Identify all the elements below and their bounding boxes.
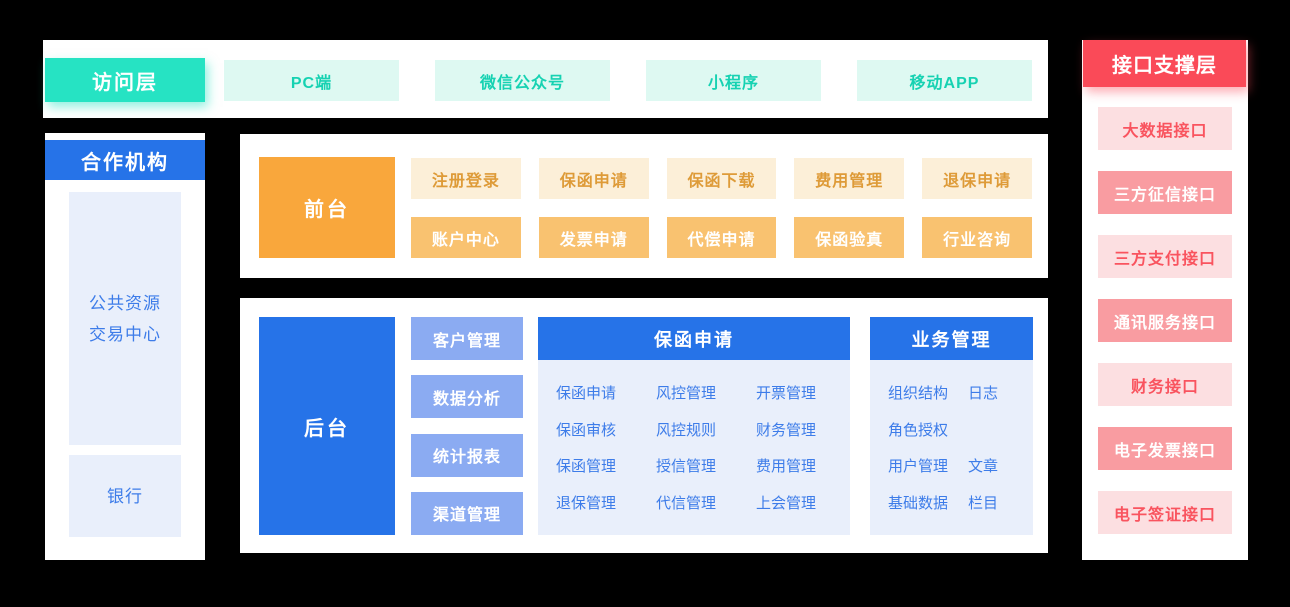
access-item-mobile-app: 移动APP: [857, 60, 1032, 101]
guarantee-item-risk-management: 风控管理: [656, 384, 717, 402]
guarantee-item-refund-management: 退保管理: [556, 495, 617, 513]
guarantee-item-invoicing-management: 开票管理: [756, 384, 817, 402]
front-desk-title: 前台: [259, 157, 395, 258]
front-item-register-login: 注册登录: [411, 158, 521, 199]
front-item-compensation-apply: 代偿申请: [666, 217, 777, 258]
partner-org-line2: 交易中心: [89, 324, 161, 344]
interface-item-e-invoice: 电子发票接口: [1098, 427, 1232, 470]
guarantee-apply-group: 保函申请 保函申请 风控管理 开票管理 保函审核 风控规则 财务管理 保函管理 …: [538, 317, 850, 535]
interface-layer-title: 接口支撑层: [1083, 40, 1246, 87]
partner-bank: 银行: [69, 455, 181, 537]
front-item-account-center: 账户中心: [411, 217, 521, 258]
partner-org-line1: 公共资源: [89, 293, 161, 313]
business-row: 用户管理 文章: [888, 455, 1033, 476]
front-item-guarantee-download: 保函下载: [666, 158, 777, 199]
business-row: 角色授权: [888, 419, 1033, 440]
guarantee-item-review: 保函审核: [556, 421, 617, 439]
access-layer-items: PC端 微信公众号 小程序 移动APP: [224, 60, 1032, 101]
access-layer-panel: 访问层 PC端 微信公众号 小程序 移动APP: [43, 40, 1048, 118]
business-item-org-structure: 组织结构: [888, 384, 949, 402]
back-desk-panel: 后台 客户管理 数据分析 统计报表 渠道管理 保函申请 保函申请 风控管理 开票…: [240, 298, 1048, 553]
partner-bank-label: 银行: [107, 486, 143, 506]
business-item-user-management: 用户管理: [888, 458, 949, 476]
interface-item-big-data: 大数据接口: [1098, 107, 1232, 150]
access-item-pc: PC端: [224, 60, 399, 101]
guarantee-group-body: 保函申请 风控管理 开票管理 保函审核 风控规则 财务管理 保函管理 授信管理 …: [538, 360, 850, 535]
front-desk-row1: 注册登录 保函申请 保函下载 费用管理 退保申请: [411, 158, 1032, 199]
business-item-basic-data: 基础数据: [888, 495, 949, 513]
front-item-industry-consult: 行业咨询: [922, 217, 1032, 258]
access-item-wechat-official: 微信公众号: [435, 60, 610, 101]
business-item-role-authorization: 角色授权: [888, 421, 949, 439]
interface-item-e-signature: 电子签证接口: [1098, 491, 1232, 534]
front-desk-panel: 前台 注册登录 保函申请 保函下载 费用管理 退保申请 账户中心 发票申请 代偿…: [240, 134, 1048, 278]
business-item-articles: 文章: [968, 458, 999, 476]
business-row: 基础数据 栏目: [888, 492, 1033, 513]
front-item-fee-management: 费用管理: [794, 158, 905, 199]
guarantee-group-title: 保函申请: [538, 317, 850, 360]
interface-layer-panel: 接口支撑层 大数据接口 三方征信接口 三方支付接口 通讯服务接口 财务接口 电子…: [1082, 40, 1248, 560]
guarantee-item-apply: 保函申请: [556, 384, 617, 402]
access-layer-title: 访问层: [45, 58, 205, 102]
interface-item-third-party-credit: 三方征信接口: [1098, 171, 1232, 214]
partners-title: 合作机构: [45, 140, 205, 180]
guarantee-item-finance-management: 财务管理: [756, 421, 817, 439]
guarantee-item-credit-management: 授信管理: [656, 458, 717, 476]
back-item-data-analysis: 数据分析: [411, 375, 523, 419]
guarantee-item-meeting-management: 上会管理: [756, 495, 817, 513]
guarantee-item-risk-rules: 风控规则: [656, 421, 717, 439]
business-item-columns: 栏目: [968, 495, 999, 513]
business-management-group: 业务管理 组织结构 日志 角色授权 用户管理 文章 基础数据 栏目: [870, 317, 1033, 535]
front-item-guarantee-verify: 保函验真: [794, 217, 905, 258]
back-item-channel-management: 渠道管理: [411, 491, 523, 535]
front-item-guarantee-apply: 保函申请: [538, 158, 649, 199]
interface-item-communication-service: 通讯服务接口: [1098, 299, 1232, 342]
interface-item-finance: 财务接口: [1098, 363, 1232, 406]
interface-item-third-party-payment: 三方支付接口: [1098, 235, 1232, 278]
back-desk-side-column: 客户管理 数据分析 统计报表 渠道管理: [411, 317, 523, 535]
front-item-invoice-apply: 发票申请: [538, 217, 649, 258]
guarantee-item-agency-management: 代信管理: [656, 495, 717, 513]
business-group-title: 业务管理: [870, 317, 1033, 360]
business-group-body: 组织结构 日志 角色授权 用户管理 文章 基础数据 栏目: [870, 360, 1033, 535]
business-item-logs: 日志: [968, 384, 999, 402]
access-item-mini-program: 小程序: [646, 60, 821, 101]
back-item-customer-management: 客户管理: [411, 317, 523, 360]
back-item-statistics-report: 统计报表: [411, 433, 523, 477]
back-desk-title: 后台: [259, 317, 395, 535]
guarantee-item-fee-management: 费用管理: [756, 458, 817, 476]
partner-public-resource-center: 公共资源 交易中心: [69, 192, 181, 445]
business-row: 组织结构 日志: [888, 382, 1033, 403]
guarantee-item-management: 保函管理: [556, 458, 617, 476]
interface-layer-items: 大数据接口 三方征信接口 三方支付接口 通讯服务接口 财务接口 电子发票接口 电…: [1098, 107, 1232, 534]
front-item-refund-apply: 退保申请: [922, 158, 1032, 199]
front-desk-row2: 账户中心 发票申请 代偿申请 保函验真 行业咨询: [411, 217, 1032, 258]
partners-panel: 合作机构 公共资源 交易中心 银行: [45, 133, 205, 560]
